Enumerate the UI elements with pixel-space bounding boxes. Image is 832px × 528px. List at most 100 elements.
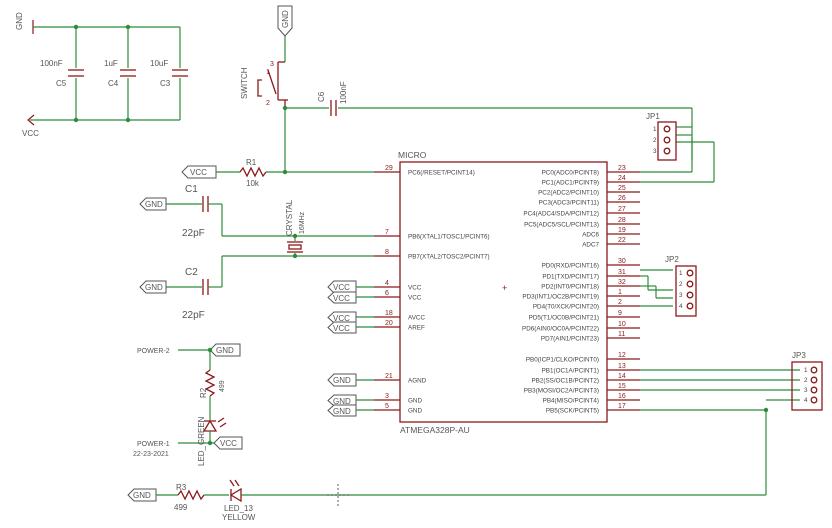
mcu-pin-num-30: 30 — [618, 258, 626, 265]
c6-value: 100nF — [339, 81, 348, 104]
jp1-header: JP1 1 2 3 — [646, 112, 677, 161]
mcu-pin-name-6: VCC — [408, 295, 422, 302]
mcu-pin-num-23: 23 — [618, 165, 626, 172]
header-wiring — [640, 108, 800, 495]
c6-ref: C6 — [317, 91, 326, 102]
vcc-flag-r1 — [181, 165, 217, 179]
gnd-label-top: GND — [15, 12, 24, 30]
mcu-pin-num-15: 15 — [618, 383, 626, 390]
gnd-flag-pin3: GND — [333, 397, 351, 406]
c2-value: 22pF — [182, 310, 205, 321]
gnd-flag-agnd: GND — [333, 376, 351, 385]
mcu-pin-name-16: PB4(MISO/PCINT4) — [543, 398, 599, 405]
jp1-label: JP1 — [646, 112, 660, 121]
mcu: MICRO ATMEGA328P-AU + 29PC6(/RESET/PCINT… — [374, 150, 640, 435]
r2-value: 499 — [219, 380, 226, 392]
gnd-flag-switch — [277, 5, 293, 37]
mcu-pin-num-28: 28 — [618, 217, 626, 224]
switch-label: SWITCH — [240, 67, 249, 99]
mcu-pin-num-26: 26 — [618, 195, 626, 202]
c1-ref: C1 — [185, 184, 198, 195]
reset-switch-section: GND SWITCH 1 2 3 C6 100nF — [240, 5, 692, 172]
jp1-body — [657, 121, 677, 161]
mcu-pin-num-31: 31 — [618, 269, 626, 276]
switch-actuator — [257, 79, 262, 97]
mcu-pin-name-29: PC6(/RESET/PCINT14) — [408, 170, 475, 177]
crystal-label: CRYSTAL — [285, 199, 294, 236]
vcc-flag-led-text: VCC — [220, 439, 237, 448]
c4-ref: C4 — [108, 79, 119, 88]
mcu-pin-name-4: VCC — [408, 285, 422, 292]
led-light-arrows — [217, 417, 227, 428]
jp2-pin3: 3 — [679, 292, 683, 299]
vcc-label-left: VCC — [22, 129, 39, 138]
mcu-pin-name-13: PB1(OC1A/PCINT1) — [542, 368, 599, 375]
origin-cross: + — [502, 283, 507, 293]
jp3-pin2: 2 — [804, 377, 808, 384]
c2-ref: C2 — [185, 267, 198, 278]
mcu-pin-num-29: 29 — [385, 165, 393, 172]
jp3-body — [791, 361, 823, 411]
reset-pullup: VCC R1 10k — [181, 158, 374, 188]
mcu-pin-num-12: 12 — [618, 352, 626, 359]
gnd-flag-pin5: GND — [333, 407, 351, 416]
r3-ref: R3 — [176, 483, 187, 492]
mcu-pin-num-10: 10 — [618, 321, 626, 328]
mcu-pin-num-32: 32 — [618, 279, 626, 286]
c3-value: 10uF — [150, 59, 168, 68]
mcu-pin-name-22: ADC7 — [582, 242, 599, 249]
mcu-label: MICRO — [398, 150, 427, 160]
mcu-pin-name-14: PB2(SS/OC1B/PCINT2) — [531, 378, 599, 385]
led13-color: YELLOW — [222, 513, 256, 522]
mcu-pin-num-24: 24 — [618, 175, 626, 182]
mcu-pin-num-1: 1 — [618, 289, 622, 296]
mcu-pin-name-21: AGND — [408, 378, 427, 385]
mcu-pin-name-25: PC2(ADC2/PCINT10) — [538, 190, 599, 197]
vcc-flag-pin6: VCC — [333, 294, 350, 303]
crystal-section: GND C1 22pF GND C2 22pF CRYSTAL 16MHz — [139, 184, 374, 321]
mcu-pin-num-5: 5 — [385, 403, 389, 410]
power2-label: POWER-2 — [137, 348, 170, 355]
power1-label: POWER-1 — [137, 441, 170, 448]
decoupling-caps: GND VCC 100nF C5 1uF C4 10uF C3 — [15, 12, 188, 138]
mcu-body — [399, 161, 608, 423]
mcu-pin-name-31: PD1(TXD/PCINT17) — [542, 274, 599, 281]
mcu-pin-num-13: 13 — [618, 363, 626, 370]
jp3-pin3: 3 — [804, 387, 808, 394]
mcu-pin-name-9: PD5(T1/OC0B/PCINT21) — [529, 315, 599, 322]
mcu-pin-num-11: 11 — [618, 331, 625, 338]
led13-light-arrows — [229, 479, 240, 487]
mcu-pin-num-25: 25 — [618, 185, 626, 192]
mcu-pin-name-28: PC5(ADC5/SCL/PCINT13) — [524, 222, 599, 229]
jp3-label: JP3 — [792, 351, 806, 360]
jp1-pin3: 3 — [653, 148, 657, 155]
mcu-pin-name-3: GND — [408, 398, 422, 405]
jp1-pin2: 2 — [653, 137, 657, 144]
mcu-pin-num-27: 27 — [618, 206, 626, 213]
green-led-ref: LED_ — [197, 445, 206, 466]
mcu-pin-name-20: AREF — [408, 325, 425, 332]
r2-ref: R2 — [199, 387, 208, 398]
mcu-pin-num-9: 9 — [618, 310, 622, 317]
jp2-pin4: 4 — [679, 303, 683, 310]
gnd-flag-led13 — [127, 488, 157, 502]
gnd-flag-c1 — [139, 197, 167, 211]
gnd-flag-c1-text: GND — [145, 200, 163, 209]
mcu-power-flags: VCC VCC VCC VCC GND GND GND — [327, 280, 374, 417]
mcu-pin-num-2: 2 — [618, 299, 622, 306]
jp2-pin2: 2 — [679, 281, 683, 288]
gnd-flag-led13-text: GND — [133, 491, 151, 500]
mcu-pin-name-24: PC1(ADC1/PCINT9) — [542, 180, 599, 187]
c4-value: 1uF — [104, 59, 118, 68]
green-led-color: GREEN — [197, 416, 206, 445]
mcu-pin-num-8: 8 — [385, 249, 389, 256]
mcu-pin-num-14: 14 — [618, 373, 626, 380]
vcc-flag-led — [213, 436, 243, 450]
mcu-pin-num-17: 17 — [618, 403, 626, 410]
mcu-part: ATMEGA328P-AU — [400, 425, 470, 435]
jp2-label: JP2 — [665, 255, 679, 264]
mcu-pin-name-8: PB7(XTAL2/TOSC2/PCINT7) — [408, 254, 490, 261]
vcc-flag-r1-text: VCC — [190, 168, 207, 177]
mcu-pin-num-22: 22 — [618, 237, 626, 244]
mcu-pin-num-4: 4 — [385, 280, 389, 287]
